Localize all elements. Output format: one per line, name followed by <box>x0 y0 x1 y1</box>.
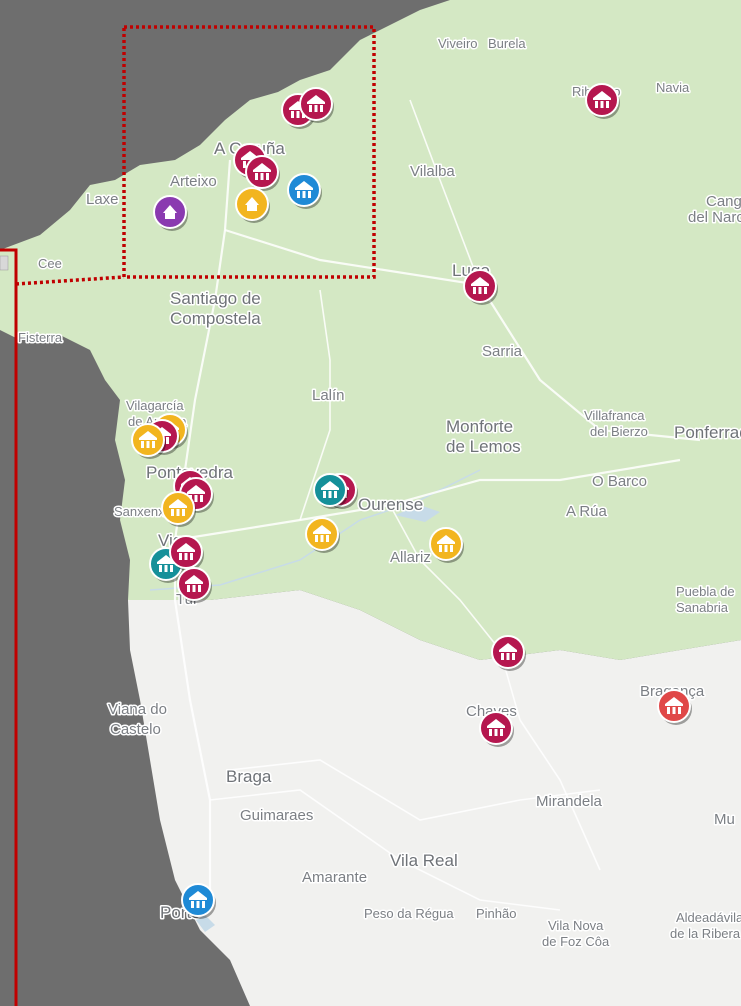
place-label-vilalba: Vilalba <box>410 163 455 180</box>
map-marker[interactable] <box>585 83 620 119</box>
place-label-vilagarcia1: Vilagarcía <box>126 398 184 413</box>
place-label-vilanova1: Vila Nova <box>548 918 604 933</box>
bank-icon <box>487 719 505 736</box>
map-marker[interactable] <box>657 689 692 725</box>
place-label-vilanova2: de Foz Côa <box>542 934 610 949</box>
bank-icon <box>169 499 187 516</box>
place-label-vilareal: Vila Real <box>390 851 458 870</box>
bank-icon <box>313 525 331 542</box>
map-marker[interactable] <box>235 187 270 223</box>
place-label-viana2: Castelo <box>110 721 161 738</box>
place-label-aldea1: Aldeadávila <box>676 910 741 925</box>
place-label-cangas2: del Narcea <box>688 209 741 226</box>
bank-icon <box>139 431 157 448</box>
map-marker[interactable] <box>161 491 196 527</box>
place-label-arua: A Rúa <box>566 503 608 520</box>
bank-icon <box>185 575 203 592</box>
bank-icon <box>295 181 313 198</box>
map-marker[interactable] <box>429 527 464 563</box>
place-label-obarco: O Barco <box>592 473 647 490</box>
map-marker[interactable] <box>181 883 216 919</box>
place-label-puebla2: Sanabria <box>676 600 729 615</box>
place-label-villafranca1: Villafranca <box>584 408 645 423</box>
map-marker[interactable] <box>287 173 322 209</box>
place-label-regua: Peso da Régua <box>364 906 454 921</box>
selection-region[interactable] <box>122 25 376 279</box>
place-label-mu: Mu <box>714 811 735 828</box>
place-label-laxe: Laxe <box>86 191 119 208</box>
place-label-cangas1: Cangas <box>706 193 741 210</box>
bank-icon <box>253 163 271 180</box>
place-label-viveiro: Viveiro <box>438 36 478 51</box>
map-marker[interactable] <box>479 711 514 747</box>
bank-icon <box>189 891 207 908</box>
place-label-mirandela: Mirandela <box>536 793 603 810</box>
map-marker[interactable] <box>305 517 340 553</box>
frame-connector <box>15 275 125 286</box>
bank-icon <box>593 91 611 108</box>
land-portugal <box>128 590 741 1006</box>
place-label-aldea2: de la Ribera <box>670 926 741 941</box>
sea-corner <box>0 0 15 30</box>
map-marker[interactable] <box>491 635 526 671</box>
place-label-amarante: Amarante <box>302 869 367 886</box>
map-marker[interactable] <box>177 567 212 603</box>
place-label-viana1: Viana do <box>108 701 167 718</box>
map-marker[interactable] <box>299 87 334 123</box>
bank-icon <box>321 481 339 498</box>
place-label-villafranca2: del Bierzo <box>590 424 648 439</box>
drag-handle[interactable] <box>0 255 9 271</box>
place-label-monforte2: de Lemos <box>446 437 521 456</box>
place-label-santiago1: Santiago de <box>170 289 261 308</box>
map-marker[interactable] <box>169 535 204 571</box>
place-label-monforte1: Monforte <box>446 417 513 436</box>
map-marker[interactable] <box>463 269 498 305</box>
place-label-cee: Cee <box>38 256 62 271</box>
map-marker[interactable] <box>153 195 188 231</box>
frame-left <box>0 248 18 1006</box>
place-label-lalin: Lalín <box>312 387 345 404</box>
place-label-burela: Burela <box>488 36 526 51</box>
bank-icon <box>437 535 455 552</box>
bank-icon <box>307 95 325 112</box>
place-label-arteixo: Arteixo <box>170 173 217 190</box>
place-label-santiago2: Compostela <box>170 309 261 328</box>
home-icon <box>163 205 177 219</box>
home-icon <box>245 197 259 211</box>
place-label-ourense: Ourense <box>358 495 423 514</box>
place-label-fisterra: Fisterra <box>18 330 63 345</box>
place-label-navia: Navia <box>656 80 690 95</box>
bank-icon <box>157 555 175 572</box>
place-label-guimaraes: Guimaraes <box>240 807 313 824</box>
place-label-allariz: Allariz <box>390 549 431 566</box>
place-label-ponferrada: Ponferrada <box>674 423 741 442</box>
place-label-sanxenxo: Sanxenxo <box>114 504 172 519</box>
map-marker[interactable] <box>313 473 348 509</box>
lake-porto <box>196 915 215 932</box>
place-label-braga: Braga <box>226 767 272 786</box>
reservoir <box>395 505 440 522</box>
bank-icon <box>665 697 683 714</box>
bank-icon <box>471 277 489 294</box>
map-marker[interactable] <box>245 155 280 191</box>
bank-icon <box>499 643 517 660</box>
bank-icon <box>177 543 195 560</box>
place-label-puebla1: Puebla de <box>676 584 735 599</box>
place-label-sarria: Sarria <box>482 343 523 360</box>
map-marker[interactable] <box>131 423 166 459</box>
place-label-pinhao: Pinhão <box>476 906 516 921</box>
